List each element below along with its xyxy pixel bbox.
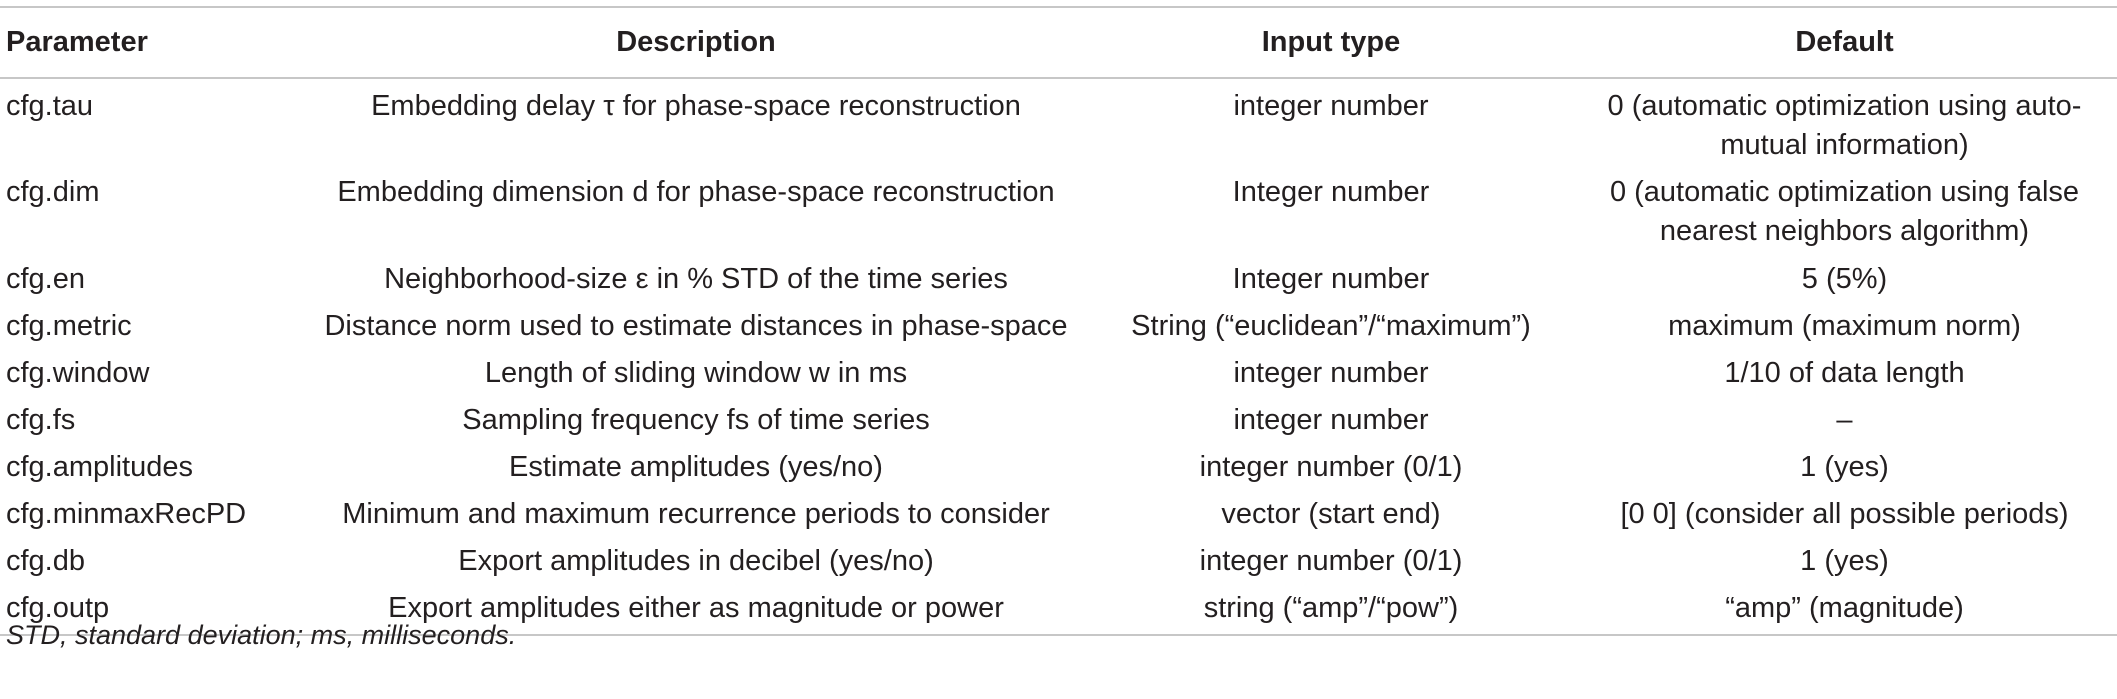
- cell-description: Minimum and maximum recurrence periods t…: [342, 498, 1050, 530]
- header-description: Description: [296, 6, 1096, 79]
- table-row: cfg.window Length of sliding window w in…: [0, 346, 2117, 393]
- cell-default: 1 (yes): [1800, 545, 1889, 577]
- cell-input-type: String (“euclidean”/“maximum”): [1131, 310, 1531, 342]
- cell-input-type: integer number: [1233, 404, 1429, 436]
- cell-input-type: integer number (0/1): [1199, 545, 1463, 577]
- cell-input-type: Integer number: [1232, 176, 1430, 208]
- cell-input-type: integer number (0/1): [1199, 451, 1463, 483]
- cell-default: 5 (5%): [1801, 263, 1888, 295]
- header-row: Parameter Description Input type Default: [0, 6, 2117, 79]
- cell-description: Sampling frequency fs of time series: [462, 404, 930, 436]
- cell-default: –: [1836, 404, 1853, 436]
- cell-default: 1 (yes): [1800, 451, 1889, 483]
- parameter-table: Parameter Description Input type Default…: [0, 6, 2117, 636]
- cell-description: Export amplitudes either as magnitude or…: [296, 581, 1096, 636]
- cell-parameter: cfg.amplitudes: [6, 451, 193, 483]
- cell-default: 0 (automatic optimization using false ne…: [1609, 176, 2080, 247]
- cell-input-type: vector (start end): [1221, 498, 1441, 530]
- cell-parameter: cfg.tau: [6, 90, 94, 122]
- table-row: cfg.en Neighborhood-size ε in % STD of t…: [0, 252, 2117, 299]
- cell-description: Export amplitudes in decibel (yes/no): [458, 545, 934, 577]
- table-row: cfg.db Export amplitudes in decibel (yes…: [0, 534, 2117, 581]
- table-row: cfg.minmaxRecPD Minimum and maximum recu…: [0, 487, 2117, 534]
- table-header: Parameter Description Input type Default: [0, 6, 2117, 79]
- table-row: cfg.metric Distance norm used to estimat…: [0, 299, 2117, 346]
- table-body: cfg.tau Embedding delay τ for phase-spac…: [0, 78, 2117, 636]
- header-parameter: Parameter: [0, 6, 296, 79]
- cell-default: 0 (automatic optimization using auto-mut…: [1607, 90, 2082, 161]
- cell-parameter: cfg.en: [6, 263, 85, 295]
- cell-description: Embedding delay τ for phase-space recons…: [371, 90, 1021, 122]
- cell-description: Neighborhood-size ε in % STD of the time…: [384, 263, 1008, 295]
- table-row: cfg.dim Embedding dimension d for phase-…: [0, 165, 2117, 252]
- cell-description: Estimate amplitudes (yes/no): [509, 451, 883, 483]
- header-default: Default: [1566, 6, 2117, 79]
- cell-default: “amp” (magnitude): [1566, 581, 2117, 636]
- header-input-type: Input type: [1096, 6, 1566, 79]
- table-row: cfg.outp Export amplitudes either as mag…: [0, 581, 2117, 636]
- cell-input-type: string (“amp”/“pow”): [1096, 581, 1566, 636]
- cell-default: maximum (maximum norm): [1668, 310, 2021, 342]
- cell-default: [0 0] (consider all possible periods): [1620, 498, 2069, 530]
- table-footnote: STD, standard deviation; ms, millisecond…: [6, 620, 517, 650]
- cell-description: Distance norm used to estimate distances…: [324, 310, 1068, 342]
- cell-input-type: integer number: [1233, 357, 1429, 389]
- table-row: cfg.fs Sampling frequency fs of time ser…: [0, 393, 2117, 440]
- cell-parameter: cfg.minmaxRecPD: [6, 498, 247, 530]
- cell-description: Embedding dimension d for phase-space re…: [337, 176, 1055, 208]
- cell-parameter: cfg.window: [6, 357, 150, 389]
- table-row: cfg.tau Embedding delay τ for phase-spac…: [0, 78, 2117, 165]
- table-row: cfg.amplitudes Estimate amplitudes (yes/…: [0, 440, 2117, 487]
- cell-parameter: cfg.metric: [6, 310, 132, 342]
- cell-default: 1/10 of data length: [1724, 357, 1965, 389]
- cell-parameter: cfg.outp: [0, 581, 296, 636]
- cell-parameter: cfg.db: [6, 545, 85, 577]
- cell-description: Length of sliding window w in ms: [484, 357, 908, 389]
- cell-parameter: cfg.dim: [6, 176, 100, 208]
- cell-parameter: cfg.fs: [6, 404, 76, 436]
- cell-input-type: integer number: [1233, 90, 1429, 122]
- cell-input-type: Integer number: [1232, 263, 1430, 295]
